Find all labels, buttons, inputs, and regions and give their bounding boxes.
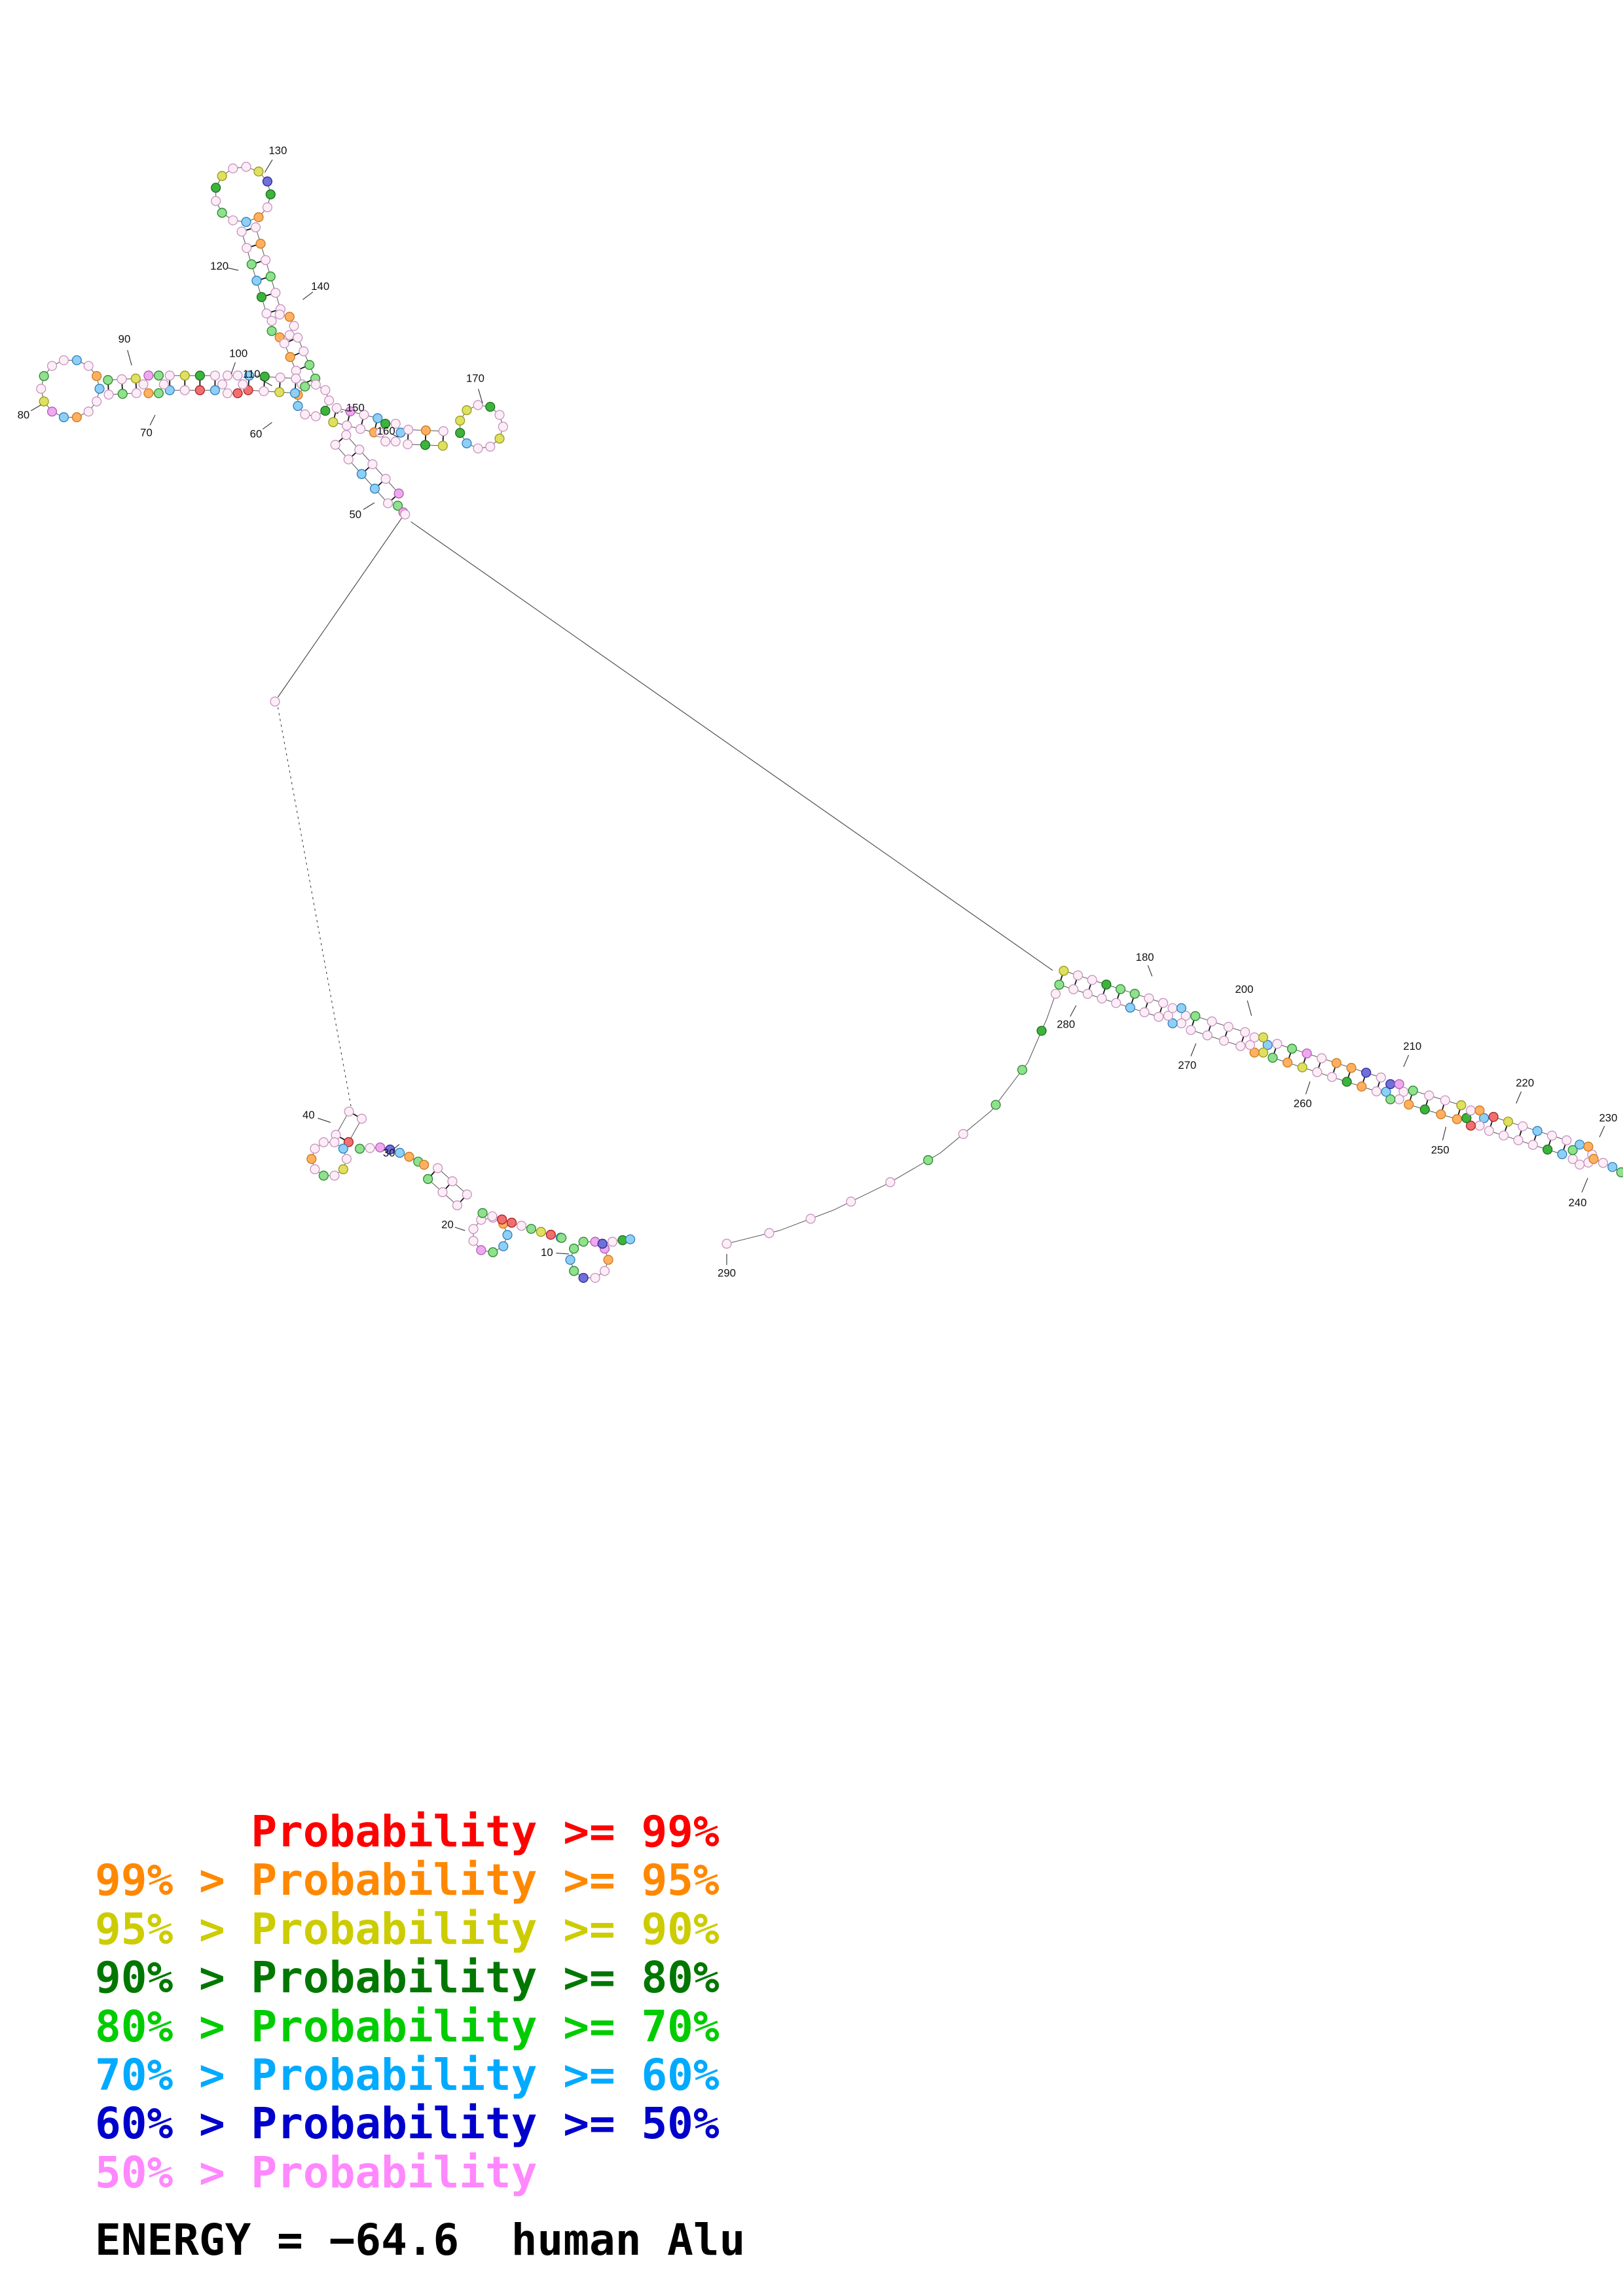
residue-number-label: 110: [243, 368, 261, 380]
residue-number-label: 160: [377, 425, 395, 437]
residue-number-label: 40: [302, 1109, 315, 1121]
residue-number-label: 270: [1178, 1059, 1196, 1071]
residue-number-label: 200: [1235, 983, 1253, 996]
residue-number-label: 220: [1516, 1077, 1534, 1089]
residue-number-label: 20: [441, 1219, 454, 1231]
residue-number-label: 120: [210, 260, 228, 272]
residue-number-label: 70: [140, 426, 153, 439]
legend-line-5: 70% > Probability >= 60%: [95, 2050, 720, 2101]
residue-number-label: 60: [250, 428, 263, 440]
residue-number-label: 80: [18, 409, 30, 422]
residue-number-label: 230: [1599, 1112, 1618, 1124]
residue-number-label: 250: [1431, 1144, 1450, 1157]
residue-number-label: 90: [119, 332, 131, 345]
legend-line-3: 90% > Probability >= 80%: [95, 1952, 720, 2003]
residue-number-label: 240: [1569, 1196, 1587, 1209]
base-pair-rungs: [107, 226, 1567, 1206]
nucleotide-circles: [36, 162, 1623, 1283]
residue-number-label: 100: [229, 348, 247, 360]
residue-number-label: 260: [1294, 1097, 1312, 1109]
residue-number-label: 10: [541, 1246, 553, 1259]
residue-number-label: 170: [466, 372, 484, 385]
legend-line-2: 95% > Probability >= 90%: [95, 1903, 720, 1954]
residue-number-label: 210: [1403, 1040, 1421, 1052]
residue-number-label: 30: [383, 1147, 395, 1159]
residue-number-label: 280: [1057, 1018, 1075, 1031]
legend-line-4: 80% > Probability >= 70%: [95, 2001, 720, 2052]
residue-number-label: 180: [1136, 951, 1154, 963]
energy-label: ENERGY = −64.6 human Alu: [95, 2215, 746, 2265]
legend-line-1: 99% > Probability >= 95%: [95, 1855, 720, 1906]
residue-number-label: 50: [350, 508, 362, 520]
residue-number-label: 130: [269, 144, 287, 156]
residue-number-label: 140: [311, 280, 329, 293]
residue-number-labels: 130 120 140 90 100 110 80 150 70 60 160 170 50 40 30 20…: [18, 144, 1618, 1279]
residue-number-label: 150: [346, 401, 365, 414]
probability-legend: Probability >= 99%99% > Probability >= 9…: [95, 1806, 720, 2198]
legend-line-7: 50% > Probability: [95, 2147, 538, 2198]
residue-number-label: 290: [718, 1266, 736, 1279]
legend-line-0: Probability >= 99%: [95, 1806, 720, 1857]
legend-line-6: 60% > Probability >= 50%: [95, 2098, 720, 2149]
